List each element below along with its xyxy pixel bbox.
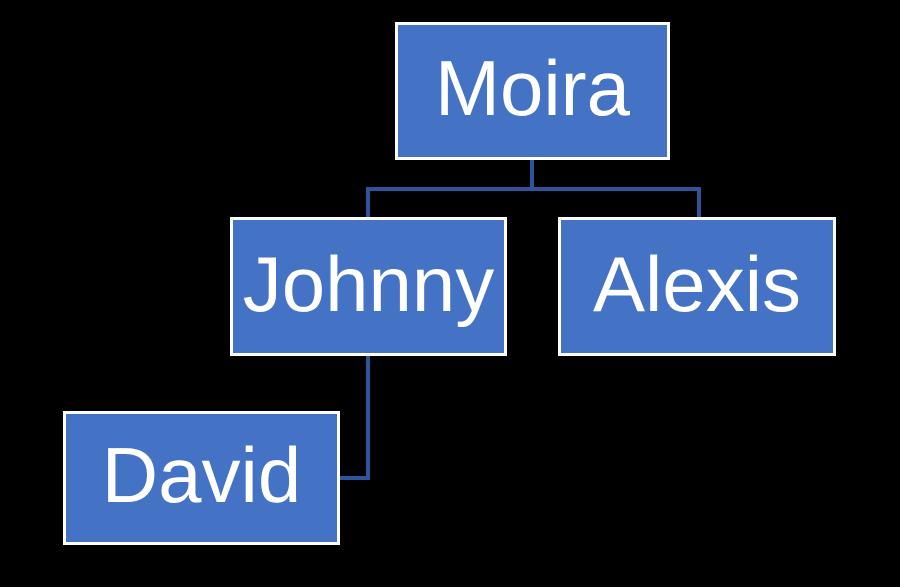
tree-node-moira[interactable]: Moira [395,22,670,160]
connector-drop-alexis [697,187,701,217]
connector-moira-stem [530,160,534,191]
tree-node-alexis[interactable]: Alexis [558,217,836,356]
connector-drop-johnny [366,187,370,217]
tree-node-johnny[interactable]: Johnny [230,217,507,356]
node-label-moira: Moira [434,44,631,132]
connector-johnny-stem [366,356,370,480]
connector-children-horizontal [366,187,701,191]
node-label-david: David [101,431,302,519]
connector-david-elbow [340,476,370,480]
tree-node-david[interactable]: David [63,411,340,545]
node-label-johnny: Johnny [242,239,495,328]
node-label-alexis: Alexis [592,239,802,328]
